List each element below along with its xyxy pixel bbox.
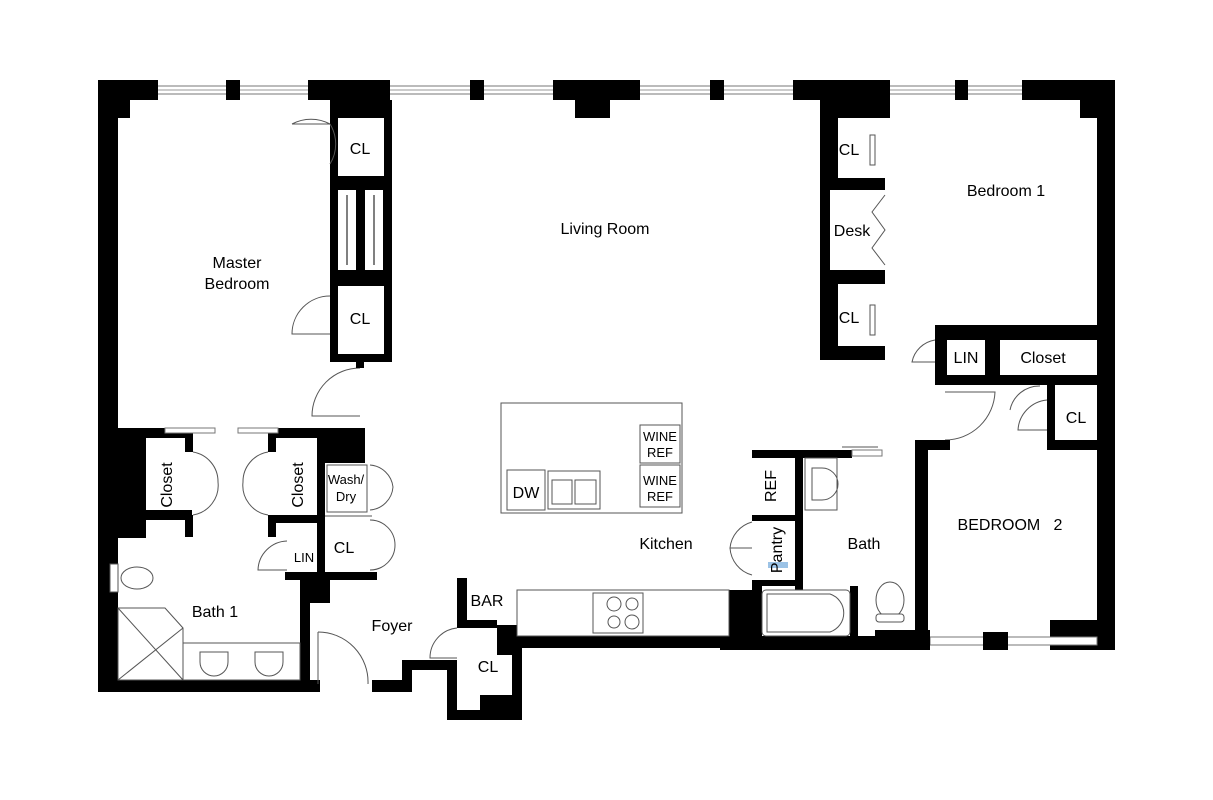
label-master-bedroom-1: Master <box>213 255 263 272</box>
label-lin-right: LIN <box>954 350 979 367</box>
label-bedroom-1: Bedroom 1 <box>967 183 1045 200</box>
label-wine-ref-2b: REF <box>647 489 673 504</box>
label-closet-bath1-left: Closet <box>159 462 176 508</box>
label-cl-bed2: CL <box>1066 410 1087 427</box>
right-hall-closets <box>911 325 1097 450</box>
label-bed1-cl-bottom: CL <box>839 310 860 327</box>
bath1-closets <box>109 427 458 685</box>
label-lin-bath1: LIN <box>294 550 314 565</box>
bedroom2-walls <box>875 440 950 646</box>
master-closet-column <box>291 100 392 417</box>
label-bath-1: Bath 1 <box>192 604 238 621</box>
label-master-bedroom-2: Bedroom <box>205 276 270 293</box>
label-desk: Desk <box>834 223 871 240</box>
label-kitchen: Kitchen <box>639 536 692 553</box>
label-wash: Wash/ <box>328 472 365 487</box>
label-master-cl-top: CL <box>350 141 371 158</box>
label-ref: REF <box>763 470 780 502</box>
label-pantry: Pantry <box>769 527 786 573</box>
label-wine-ref-2a: WINE <box>643 473 677 488</box>
bath-ref-pantry <box>728 446 905 640</box>
label-closet-right: Closet <box>1020 350 1066 367</box>
kitchen-fixtures <box>500 402 730 637</box>
label-wine-ref-1a: WINE <box>643 429 677 444</box>
label-master-cl-bottom: CL <box>350 311 371 328</box>
label-closet-bath1-right: Closet <box>290 462 307 508</box>
label-cl-foyer: CL <box>478 659 499 676</box>
bedroom1-closet-column <box>820 100 886 360</box>
label-foyer: Foyer <box>372 618 414 635</box>
label-dw: DW <box>513 485 541 502</box>
label-dry: Dry <box>336 489 357 504</box>
label-cl-hall: CL <box>334 540 355 557</box>
label-bedroom-2: BEDROOM 2 <box>958 517 1063 534</box>
exterior-walls <box>98 80 1115 720</box>
label-wine-ref-1b: REF <box>647 445 673 460</box>
label-bath: Bath <box>848 536 881 553</box>
room-labels: Living Room Master Bedroom Bedroom 1 BED… <box>159 141 1086 676</box>
label-living-room: Living Room <box>561 221 650 238</box>
label-bar: BAR <box>471 593 504 610</box>
label-bed1-cl-top: CL <box>839 142 860 159</box>
